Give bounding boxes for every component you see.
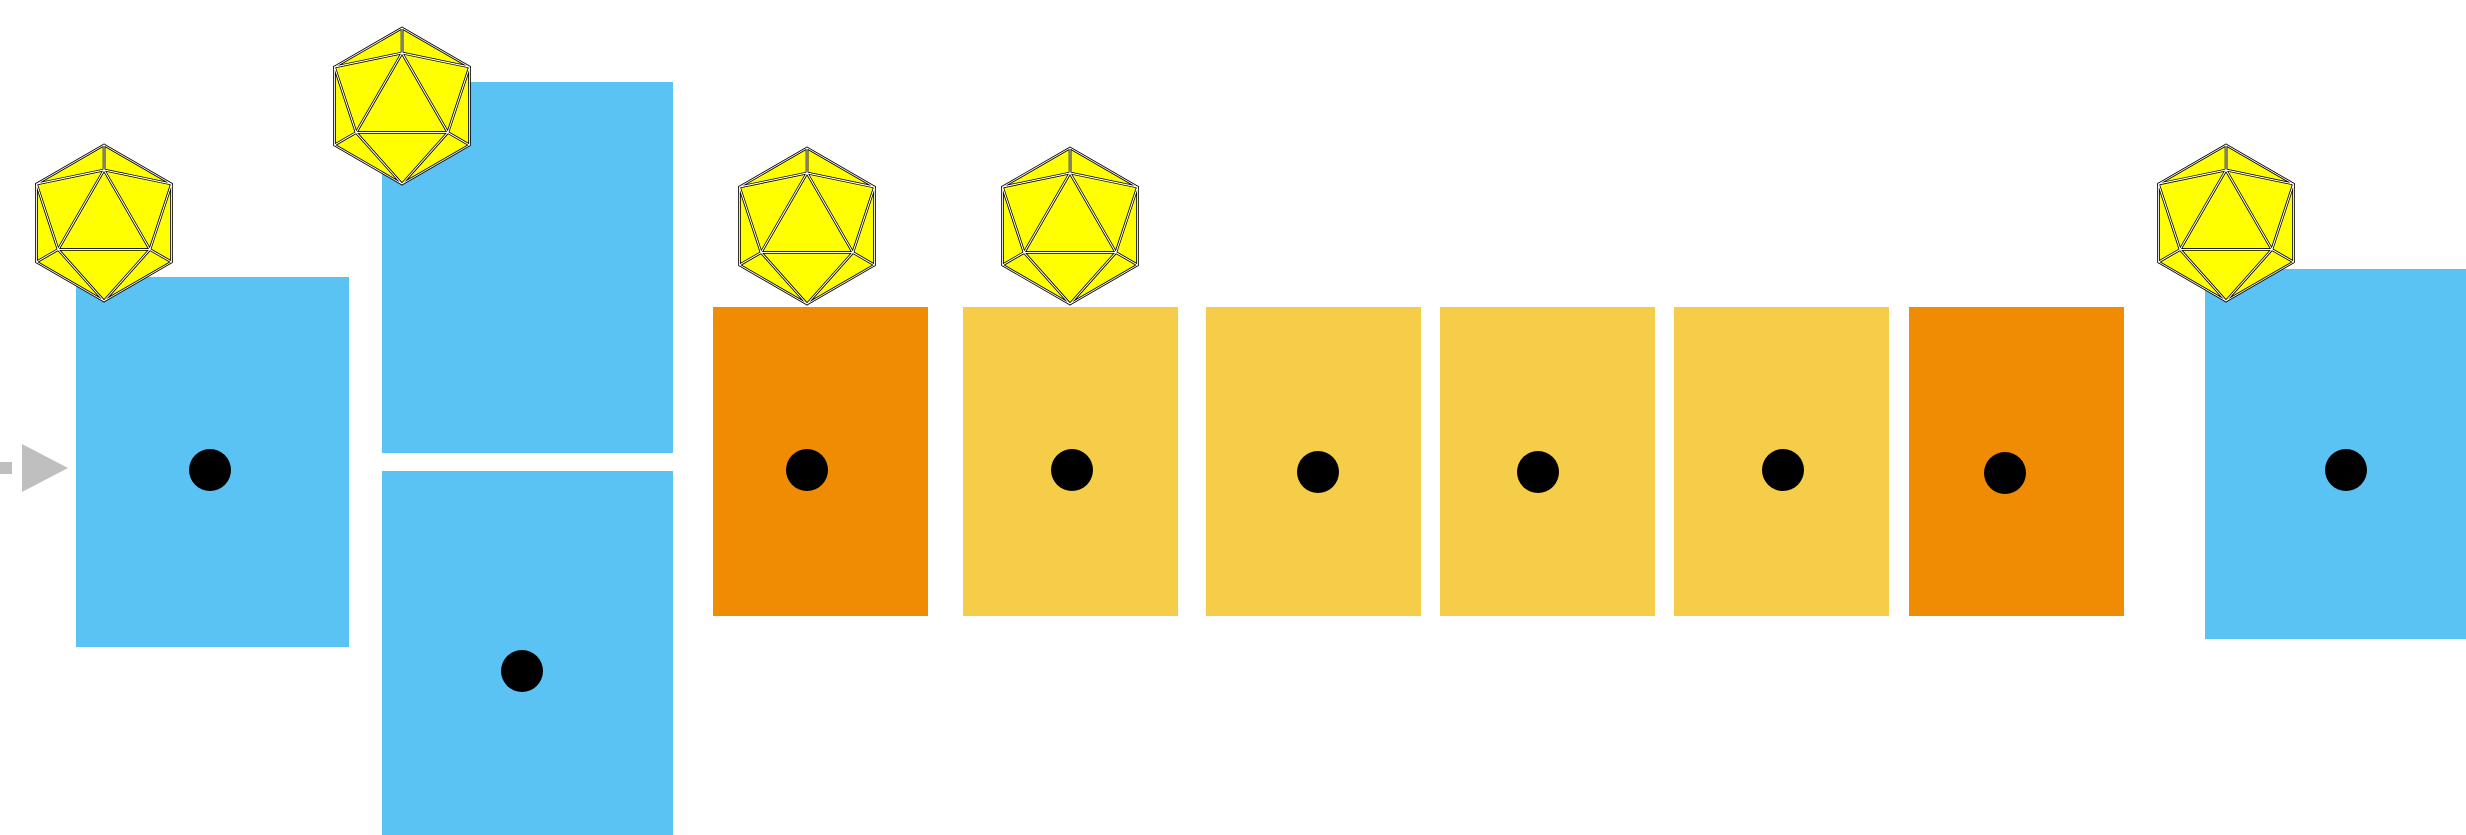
incoming-arrow-icon xyxy=(0,444,68,492)
tile-7-dot-icon xyxy=(1762,449,1804,491)
tile-2-lower-dot-icon xyxy=(501,650,543,692)
tile-3-dot-icon xyxy=(786,449,828,491)
tile-1-dot-icon xyxy=(189,449,231,491)
icosahedron-piece-4-icon[interactable] xyxy=(1003,148,1138,304)
icosahedron-piece-3-icon[interactable] xyxy=(740,148,875,304)
tile-6-dot-icon xyxy=(1517,451,1559,493)
tile-4-dot-icon xyxy=(1051,449,1093,491)
tile-8-dot-icon xyxy=(1984,452,2026,494)
tile-9-dot-icon xyxy=(2325,449,2367,491)
tile-5-dot-icon xyxy=(1297,451,1339,493)
